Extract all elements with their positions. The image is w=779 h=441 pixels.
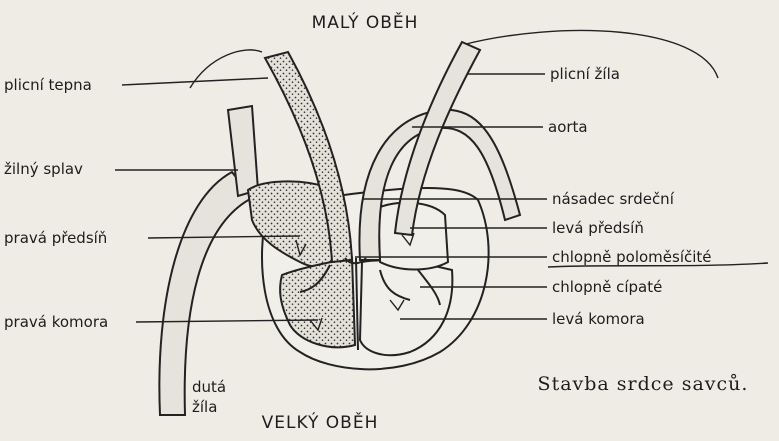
- title-small-circulation: MALÝ OBĚH: [312, 11, 419, 33]
- label-aorta: aorta: [548, 118, 588, 136]
- label-left-atrium: levá předsíň: [552, 219, 644, 237]
- label-heart-base: násadec srdeční: [552, 190, 675, 208]
- label-left-ventricle: levá komora: [552, 310, 645, 328]
- label-semilunar-valves: chlopně poloměsíčité: [552, 248, 712, 266]
- title-large-circulation: VELKÝ OBĚH: [262, 411, 379, 433]
- label-right-ventricle: pravá komora: [4, 313, 108, 331]
- label-cuspid-valves: chlopně cípaté: [552, 278, 662, 296]
- label-pulmonary-vein: plicní žíla: [550, 65, 620, 83]
- label-venous-confluence: žilný splav: [4, 160, 83, 178]
- label-vena-cava-2: žíla: [192, 398, 217, 416]
- label-right-atrium: pravá předsíň: [4, 229, 107, 247]
- pulmonary-loop-left: [190, 50, 262, 88]
- label-pulmonary-artery: plicní tepna: [4, 76, 92, 94]
- leader-pulmonary-artery: [122, 78, 268, 85]
- label-vena-cava-1: dutá: [192, 378, 226, 396]
- caption: Stavba srdce savců.: [538, 373, 749, 395]
